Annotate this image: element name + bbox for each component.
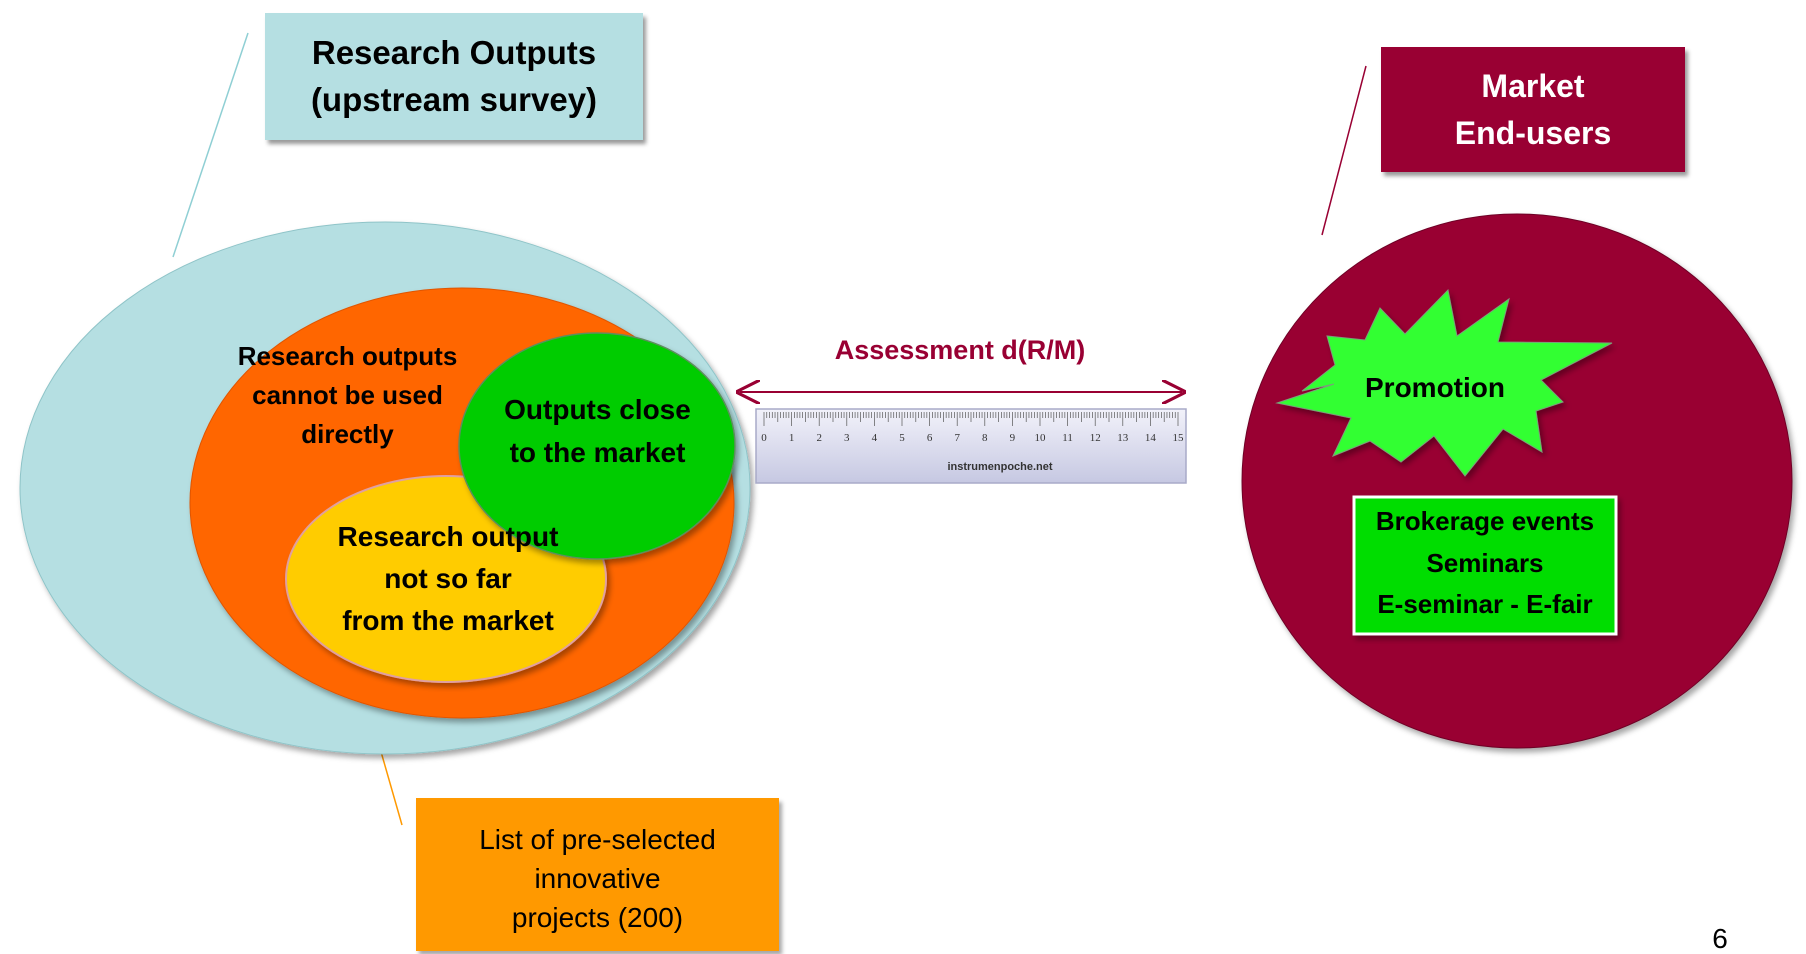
not-far-label: Research output not so far from the mark… xyxy=(308,516,588,642)
brokerage-box xyxy=(1352,495,1618,636)
close-market-label: Outputs close to the market xyxy=(480,388,715,475)
ruler-number: 14 xyxy=(1145,432,1157,444)
ruler-number: 2 xyxy=(816,432,822,444)
cannot-use-label: Research outputs cannot be used directly xyxy=(215,337,480,454)
not-far-line2: not so far xyxy=(384,563,512,594)
preselected-line1: List of pre-selected xyxy=(479,823,716,855)
promotion-label: Promotion xyxy=(1365,372,1505,403)
ruler-number: 12 xyxy=(1090,432,1101,444)
ruler-number: 7 xyxy=(954,432,960,444)
not-far-line3: from the market xyxy=(342,605,554,636)
ruler-body xyxy=(755,408,1187,484)
brokerage-line3: E-seminar - E-fair xyxy=(1377,589,1593,620)
not-far-line1: Research output xyxy=(337,521,559,552)
research-outputs-callout: Research Outputs (upstream survey) xyxy=(265,13,643,140)
ruler-number: 4 xyxy=(872,432,878,444)
close-market-ellipse xyxy=(458,332,736,560)
brokerage-line1: Brokerage events xyxy=(1375,506,1595,536)
market-callout: Market End-users xyxy=(1381,47,1685,172)
brokerage-label: Brokerage events Seminars E-seminar - E-… xyxy=(1356,501,1614,626)
cannot-use-line1: Research outputs xyxy=(237,341,458,371)
ruler-number: 8 xyxy=(982,432,988,444)
ruler-ticks xyxy=(763,412,1179,426)
preselected-line2: innovative xyxy=(534,862,661,894)
assessment-label: Assessment d(R/M) xyxy=(834,335,1086,365)
ruler-number: 15 xyxy=(1173,432,1185,444)
market-circle xyxy=(1241,213,1793,749)
preselected-callout: List of pre-selected innovative projects… xyxy=(416,798,779,951)
research-outputs-title-line1: Research Outputs xyxy=(311,34,597,72)
ruler-number: 3 xyxy=(844,432,850,444)
market-title-line2: End-users xyxy=(1454,114,1612,151)
ruler-number: 5 xyxy=(899,432,905,444)
ruler-number: 10 xyxy=(1035,432,1047,444)
preselected-line3: projects (200) xyxy=(511,902,684,934)
market-leader-line xyxy=(1321,65,1367,236)
ruler-brand: instrumenpoche.net xyxy=(947,461,1052,473)
ruler-number: 9 xyxy=(1010,432,1016,444)
page-number: 6 xyxy=(1712,923,1728,954)
close-market-line1: Outputs close xyxy=(504,394,691,425)
promotion-starburst xyxy=(1275,288,1613,477)
ruler-number: 13 xyxy=(1117,432,1129,444)
brokerage-line2: Seminars xyxy=(1426,547,1544,578)
ruler-number: 11 xyxy=(1062,432,1073,444)
close-market-line2: to the market xyxy=(509,437,686,469)
ruler-number: 0 xyxy=(761,432,767,444)
cannot-use-line3: directly xyxy=(301,419,394,449)
market-title-line1: Market xyxy=(1481,68,1585,105)
research-outputs-leader-line xyxy=(172,32,249,258)
research-outputs-title-line2: (upstream survey) xyxy=(310,80,598,118)
ruler-number: 6 xyxy=(927,432,933,444)
cannot-use-line2: cannot be used xyxy=(252,380,443,410)
ruler-number: 1 xyxy=(789,432,795,444)
